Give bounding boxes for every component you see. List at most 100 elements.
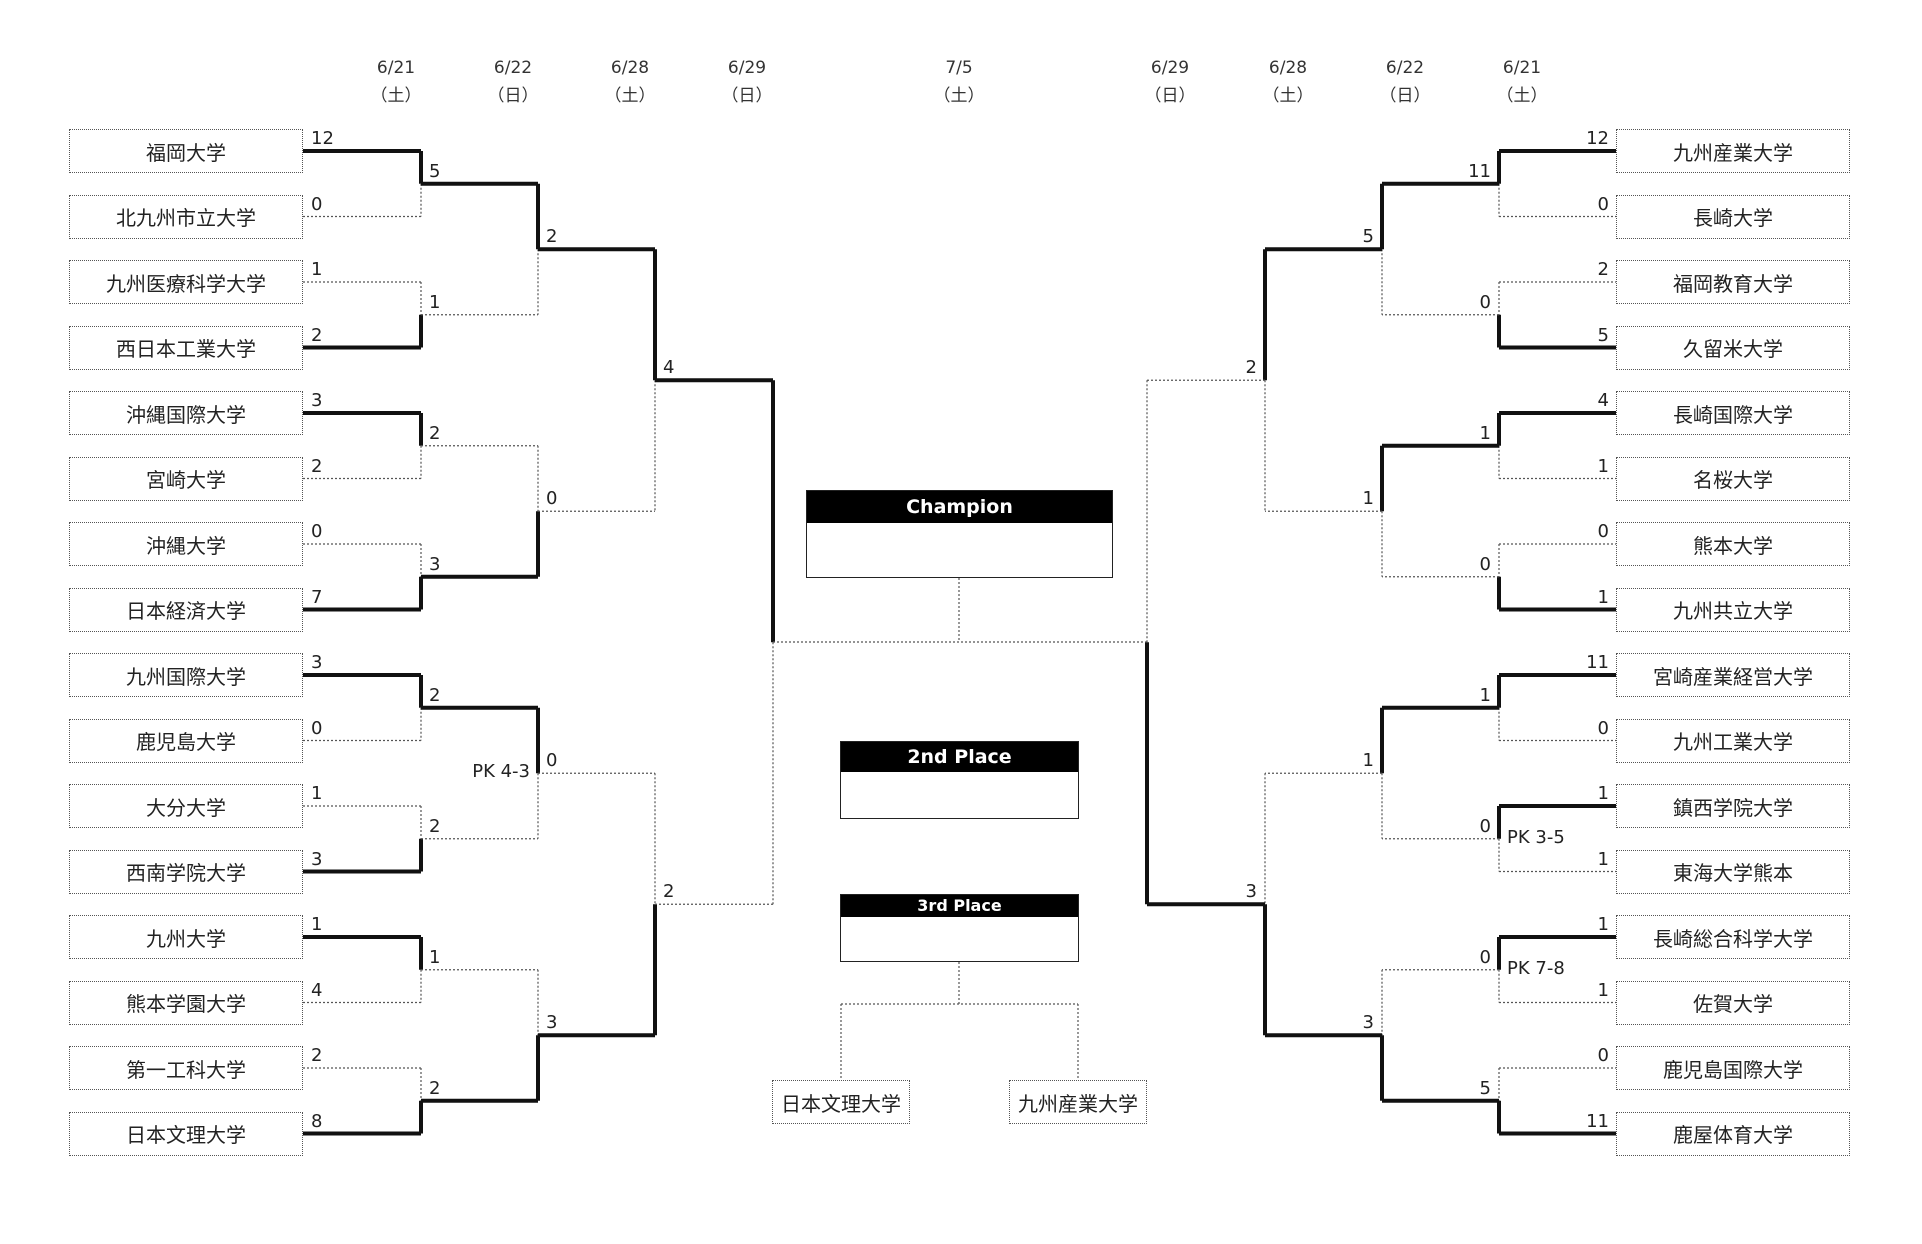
score-label: 8 xyxy=(311,1110,323,1132)
score-label: 11 xyxy=(1586,1110,1609,1132)
team-box: 宮崎大学 xyxy=(69,456,303,501)
score-label: 2 xyxy=(311,324,323,346)
weekday-label: （日） xyxy=(721,86,773,106)
score-label: 0 xyxy=(311,193,323,215)
date-label: 6/28 xyxy=(1268,58,1308,78)
second-place-label: 2nd Place xyxy=(841,742,1078,772)
score-label: 2 xyxy=(429,684,441,706)
team-box: 九州共立大学 xyxy=(1616,587,1850,632)
date-label: 6/22 xyxy=(1385,58,1425,78)
score-label: 1 xyxy=(311,259,323,280)
score-label: 0 xyxy=(311,521,323,542)
team-box: 長崎総合科学大学 xyxy=(1616,915,1850,959)
champion-label: Champion xyxy=(807,491,1112,523)
score-label: 1 xyxy=(1362,750,1374,772)
score-label: 1 xyxy=(311,914,323,935)
score-label: 1 xyxy=(1597,455,1609,477)
weekday-label: （日） xyxy=(1144,86,1196,106)
score-label: 12 xyxy=(311,128,334,149)
date-label: 6/22 xyxy=(493,58,533,78)
date-column-left-3: 6/29（日） xyxy=(707,54,787,110)
score-label: 2 xyxy=(1597,259,1609,280)
third-place-label: 3rd Place xyxy=(841,895,1078,917)
score-label: 5 xyxy=(1597,324,1609,346)
score-label: 1 xyxy=(1597,586,1609,608)
score-label: 3 xyxy=(1362,1012,1374,1034)
score-label: 2 xyxy=(429,815,441,837)
score-label: 0 xyxy=(546,750,558,772)
team-box: 熊本大学 xyxy=(1616,522,1850,566)
date-label: 7/5 xyxy=(945,58,973,78)
third-place-box: 3rd Place xyxy=(840,894,1079,962)
team-box: 九州工業大学 xyxy=(1616,718,1850,763)
date-column-final: 7/5 （土） xyxy=(919,54,999,110)
date-label: 6/28 xyxy=(610,58,650,78)
score-label: 0 xyxy=(546,488,558,510)
score-label: 2 xyxy=(1245,357,1257,379)
team-box: 鎮西学院大学 xyxy=(1616,784,1850,828)
team-box: 九州産業大学 xyxy=(1616,129,1850,173)
team-box: 福岡大学 xyxy=(69,129,303,173)
score-label: 0 xyxy=(1597,717,1609,739)
score-label: 2 xyxy=(311,1045,323,1066)
weekday-label: （日） xyxy=(1379,86,1431,106)
team-box: 西南学院大学 xyxy=(69,849,303,894)
score-label: 0 xyxy=(1479,291,1491,313)
score-label: 11 xyxy=(1586,652,1609,673)
team-box: 東海大学熊本 xyxy=(1616,849,1850,894)
score-label: 3 xyxy=(429,553,441,575)
score-label: 3 xyxy=(546,1012,558,1034)
team-box: 九州国際大学 xyxy=(69,653,303,697)
date-column-left-0: 6/21 （土） xyxy=(356,54,436,110)
team-box: 熊本学園大学 xyxy=(69,980,303,1025)
score-label: 2 xyxy=(546,226,558,248)
score-label: 4 xyxy=(663,357,675,379)
score-label: 1 xyxy=(1597,979,1609,1001)
score-label: 11 xyxy=(1468,160,1491,182)
date-label: 6/29 xyxy=(1150,58,1190,78)
score-label: 0 xyxy=(1597,521,1609,542)
score-label: 2 xyxy=(311,455,323,477)
team-box: 鹿屋体育大学 xyxy=(1616,1111,1850,1156)
score-label: 5 xyxy=(1362,226,1374,248)
date-label: 6/21 xyxy=(376,58,416,78)
score-label: 2 xyxy=(663,881,675,903)
team-box: 西日本工業大学 xyxy=(69,325,303,370)
score-label: 1 xyxy=(1597,848,1609,870)
team-box: 長崎国際大学 xyxy=(1616,391,1850,435)
second-place-name xyxy=(841,772,1078,818)
score-label: 0 xyxy=(1597,193,1609,215)
date-column-right-0: 6/29 （日） xyxy=(1130,54,1210,110)
team-box: 九州大学 xyxy=(69,915,303,959)
team-box: 福岡教育大学 xyxy=(1616,260,1850,304)
score-label: 12 xyxy=(1586,128,1609,149)
score-label: 1 xyxy=(1362,488,1374,510)
third-place-name xyxy=(841,917,1078,961)
score-label: 1 xyxy=(1597,914,1609,935)
date-column-right-1: 6/28（土） xyxy=(1248,54,1328,110)
team-box: 北九州市立大学 xyxy=(69,194,303,239)
score-label: 2 xyxy=(429,422,441,444)
pk-label: PK 4-3 xyxy=(472,761,530,783)
score-label: 0 xyxy=(311,717,323,739)
team-box: 九州医療科学大学 xyxy=(69,260,303,304)
score-label: 3 xyxy=(311,390,323,411)
weekday-label: （土） xyxy=(933,86,985,106)
pk-label: PK 3-5 xyxy=(1507,826,1565,848)
team-box: 日本文理大学 xyxy=(69,1111,303,1156)
team-box: 大分大学 xyxy=(69,784,303,828)
champion-box: Champion xyxy=(806,490,1113,578)
score-label: 2 xyxy=(429,1077,441,1099)
team-box: 沖縄大学 xyxy=(69,522,303,566)
team-box: 沖縄国際大学 xyxy=(69,391,303,435)
third-place-team-right: 九州産業大学 xyxy=(1009,1080,1147,1124)
score-label: 4 xyxy=(311,979,323,1001)
score-label: 3 xyxy=(311,652,323,673)
score-label: 1 xyxy=(1597,783,1609,804)
score-label: 1 xyxy=(1479,422,1491,444)
weekday-label: （土） xyxy=(370,86,422,106)
score-label: 1 xyxy=(1479,684,1491,706)
score-label: 0 xyxy=(1479,553,1491,575)
date-column-right-2: 6/22 （日） xyxy=(1365,54,1445,110)
